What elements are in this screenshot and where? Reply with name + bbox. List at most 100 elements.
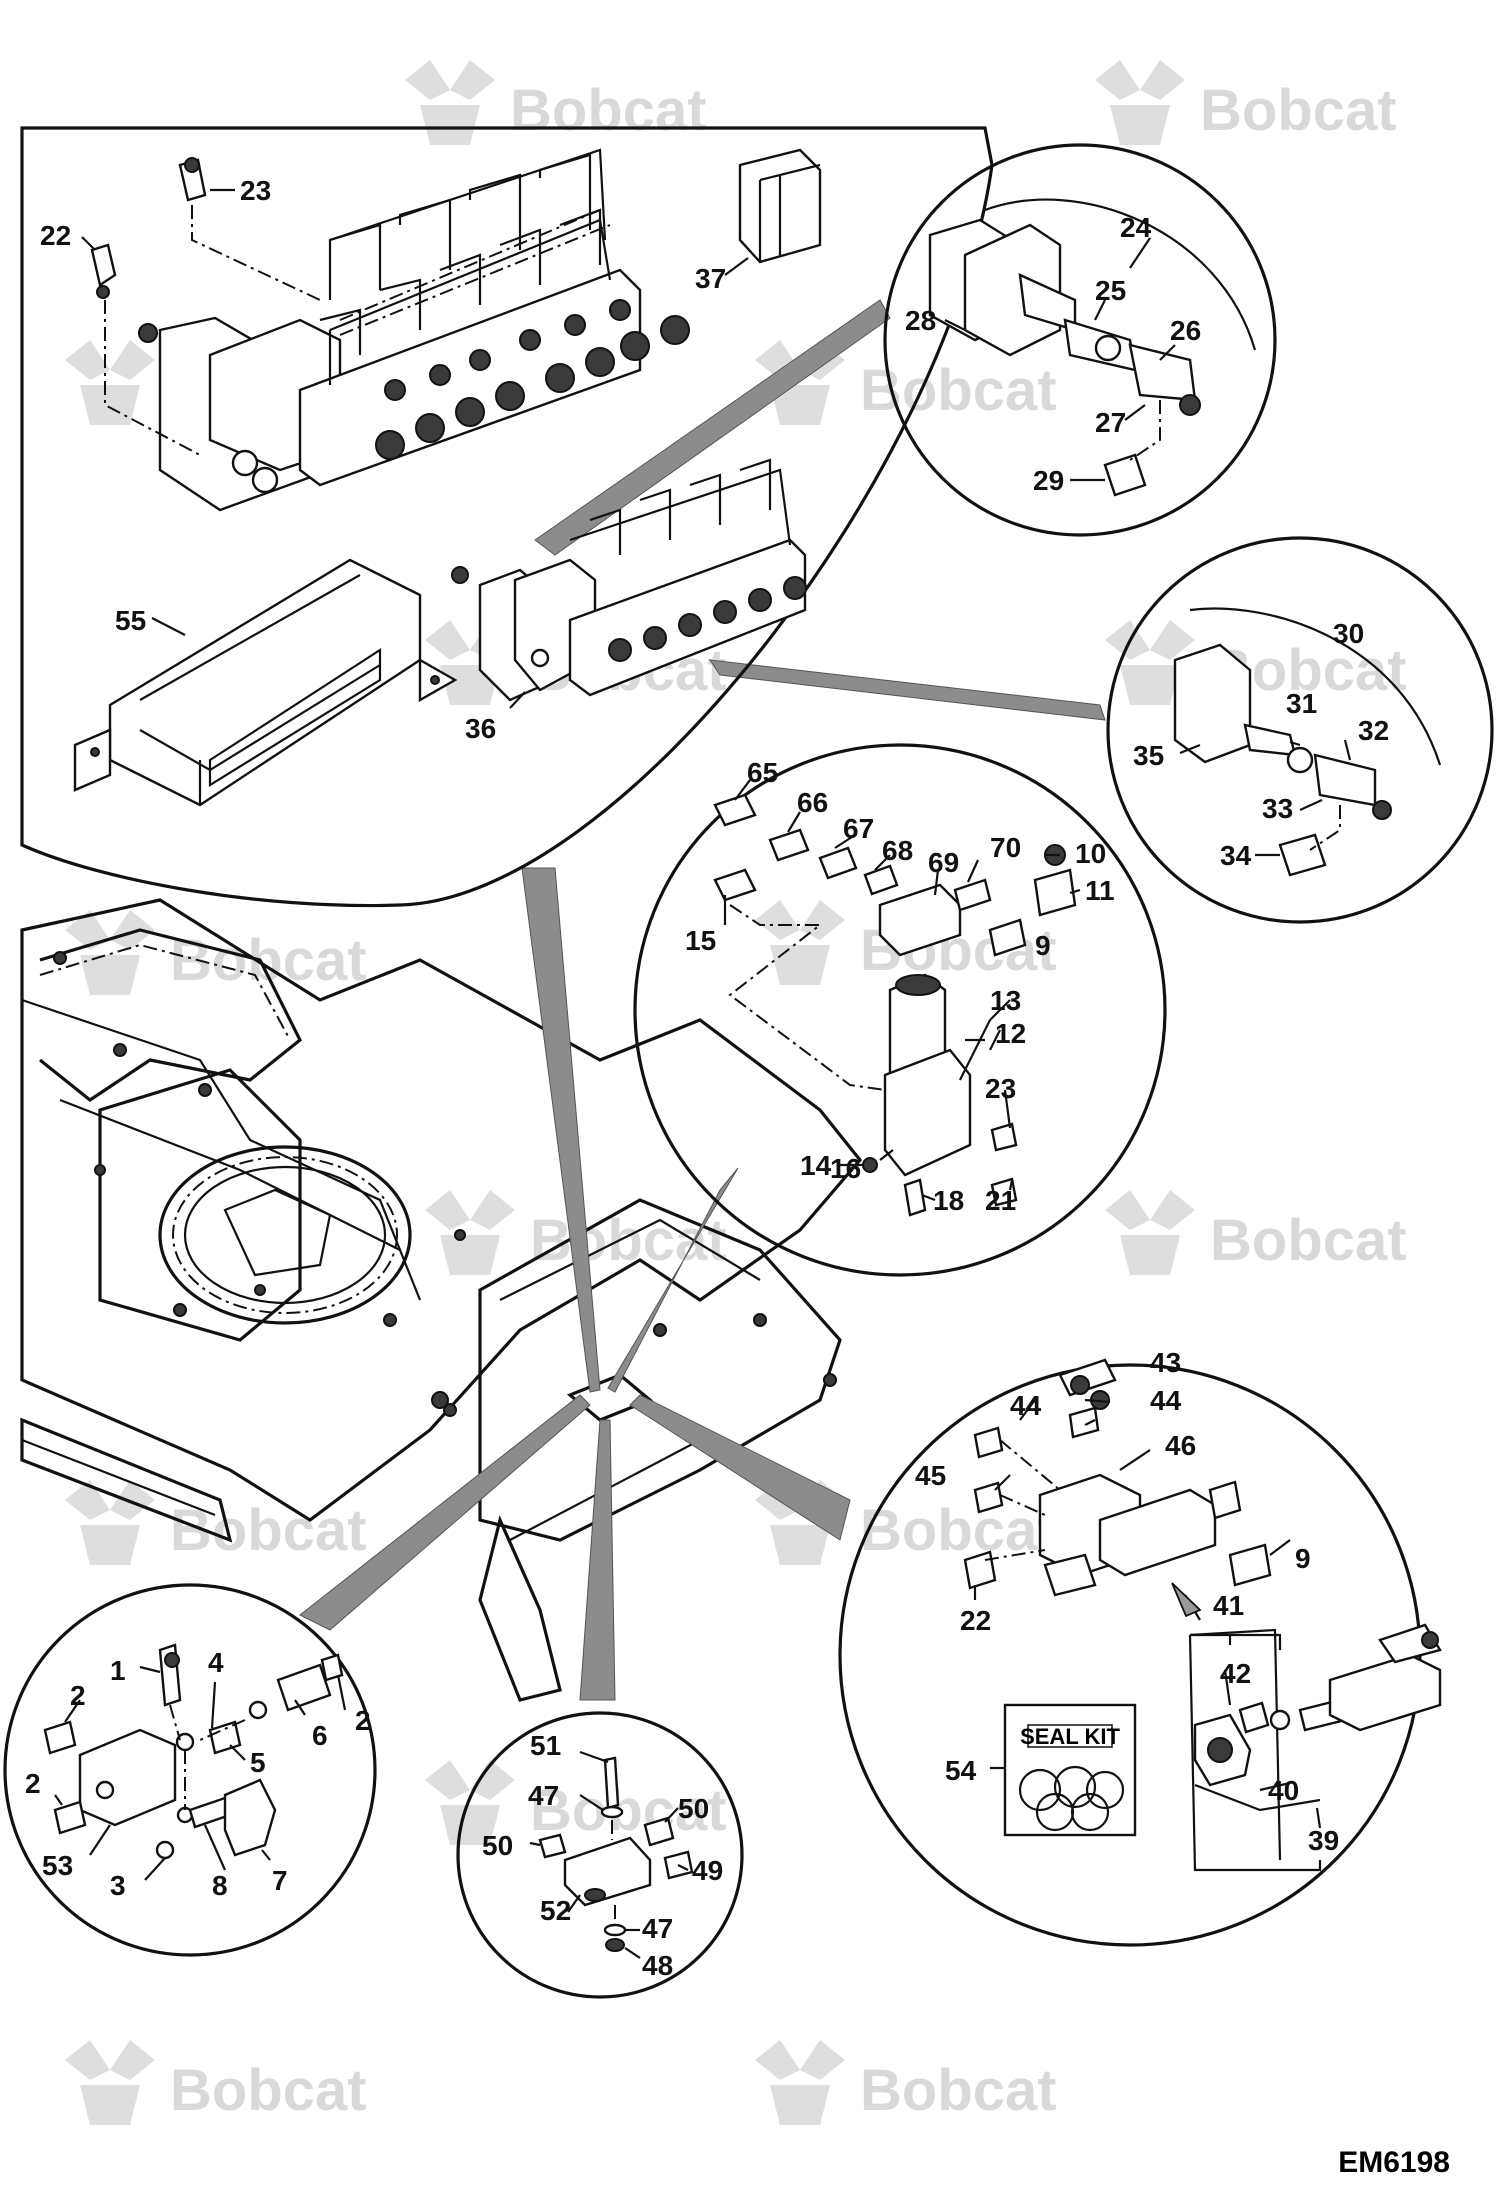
callout-14: 14 [800,1150,832,1181]
callout-37: 37 [695,263,726,294]
callout-42: 42 [1220,1658,1251,1689]
callout-67: 67 [843,813,874,844]
callout-23b: 23 [985,1073,1016,1104]
watermark-text: Bobcat [530,1208,727,1273]
callout-27: 27 [1095,407,1126,438]
callout-12: 12 [995,1018,1026,1049]
seal-kit-label: SEAL KIT [1020,1724,1120,1749]
figure-code: EM6198 [1338,2146,1450,2179]
callout-21: 21 [985,1185,1016,1216]
callout-31: 31 [1286,688,1317,719]
callout-13: 13 [990,985,1021,1016]
callout-35: 35 [1133,740,1164,771]
callout-46: 46 [1165,1430,1196,1461]
callout-26: 26 [1170,315,1201,346]
callout-33: 33 [1262,793,1293,824]
detail-circle-41: SEAL KIT [838,1358,1442,1947]
callout-45: 45 [915,1460,946,1491]
callout-pointers [299,299,1106,1701]
seal-kit: SEAL KIT [1003,1703,1137,1837]
callout-9: 9 [1035,930,1051,961]
watermark-text: Bobcat [860,358,1057,423]
callout-22b: 22 [960,1605,991,1636]
callout-44a: 44 [1010,1390,1042,1421]
callout-55: 55 [115,605,146,636]
detail-circle-9 [633,743,1167,1277]
watermark-text: Bobcat [170,2058,367,2123]
callout-51: 51 [530,1730,561,1761]
callout-50b: 50 [482,1830,513,1861]
callout-24: 24 [1120,212,1152,243]
callout-labels: 23 22 37 55 36 24 25 26 28 27 29 30 31 3… [25,175,1389,1981]
detail-circle-1 [3,1583,377,1957]
valve-bank-large [138,148,690,512]
watermark: Bobcat [65,910,367,995]
callout-47b: 47 [642,1913,673,1944]
callout-18: 18 [933,1185,964,1216]
panel-outline [20,126,994,908]
callout-15: 15 [685,925,716,956]
cover-plate [73,558,458,807]
callout-50a: 50 [678,1793,709,1824]
callout-3: 3 [110,1870,126,1901]
watermark-text: Bobcat [530,1778,727,1843]
watermark-text: Bobcat [860,2058,1057,2123]
watermark-text: Bobcat [1200,78,1397,143]
callout-10: 10 [1075,838,1106,869]
watermark: Bobcat [65,2040,367,2125]
callout-53: 53 [42,1850,73,1881]
callout-28: 28 [905,305,936,336]
callout-39: 39 [1308,1825,1339,1856]
watermark-text: Bobcat [860,1498,1057,1563]
callout-1: 1 [110,1655,126,1686]
callout-22: 22 [40,220,71,251]
detail-circle-47 [456,1711,744,1999]
watermark: Bobcat [425,1760,727,1845]
watermark: Bobcat [405,60,707,145]
detail-circle-24 [883,143,1277,537]
watermark: Bobcat [1095,60,1397,145]
callout-66: 66 [797,787,828,818]
callout-2b: 2 [355,1705,371,1736]
callout-4: 4 [208,1647,224,1678]
callout-36: 36 [465,713,496,744]
callout-70: 70 [990,832,1021,863]
watermark-text: Bobcat [1210,1208,1407,1273]
detail-circle-30 [1106,536,1494,924]
callout-11: 11 [1085,875,1115,906]
callout-16: 16 [830,1153,861,1184]
machine-frame [20,898,863,1702]
watermark: Bobcat [1105,1190,1407,1275]
callout-7: 7 [272,1865,288,1896]
callout-25: 25 [1095,275,1126,306]
watermark-text: Bobcat [170,1498,367,1563]
callout-8: 8 [212,1870,228,1901]
callout-41: 41 [1213,1590,1244,1621]
callout-49: 49 [692,1855,723,1886]
callout-5: 5 [250,1747,266,1778]
callout-29: 29 [1033,465,1064,496]
callout-65: 65 [747,757,778,788]
callout-30: 30 [1333,618,1364,649]
callout-48: 48 [642,1950,673,1981]
callout-32: 32 [1358,715,1389,746]
callout-40: 40 [1268,1775,1299,1806]
callout-47a: 47 [528,1780,559,1811]
callout-52: 52 [540,1895,571,1926]
leader-lines [54,188,1352,1959]
main-valve-panel [20,126,994,908]
callout-2c: 2 [25,1768,41,1799]
callout-6: 6 [312,1720,328,1751]
watermark: Bobcat [755,2040,1057,2125]
callout-43: 43 [1150,1347,1181,1378]
callout-69: 69 [928,847,959,878]
callout-68: 68 [882,835,913,866]
callout-44b: 44 [1150,1385,1182,1416]
watermark: Bobcat [425,1190,727,1275]
callout-54: 54 [945,1755,977,1786]
callout-23: 23 [240,175,271,206]
callout-34: 34 [1220,840,1252,871]
watermark-text: Bobcat [510,78,707,143]
valve-bank-small [451,458,807,702]
